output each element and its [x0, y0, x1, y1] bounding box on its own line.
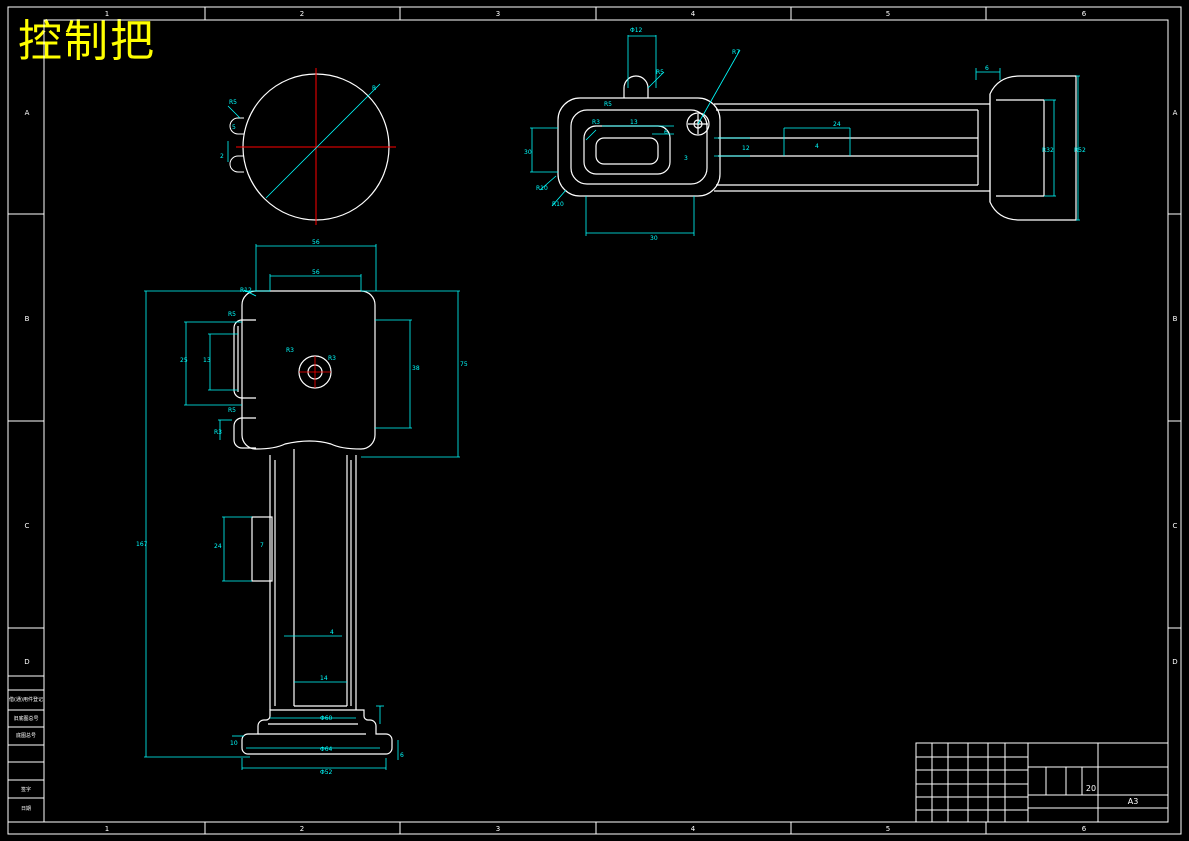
zone-labels: 1 2 3 4 5 6 1 2 3 4 5 6 A B C D A B C D: [24, 10, 1177, 833]
dim-r-circle: R: [372, 85, 376, 92]
zone-bottom-3: 3: [496, 825, 500, 833]
plan-dims: Φ12 R5 R7 R5 R3 13 6 3 12 30 R10 R10 30 …: [524, 27, 1086, 242]
plan-dim-lines: [530, 49, 1080, 236]
dim-r5-front-b: R5: [228, 407, 236, 414]
plan-view: [557, 35, 1077, 221]
title-block-scale: 20: [1086, 784, 1096, 793]
dim-2-circle: 2: [220, 153, 224, 160]
dim-r10-plan-b: R10: [552, 201, 564, 208]
zone-bottom-4: 4: [691, 825, 696, 833]
title-block: [915, 742, 1169, 823]
left-strip-labels: 借(通)用件登记 旧底图总号 底图总号 签字 日期: [9, 696, 43, 812]
zone-top-1: 1: [105, 10, 109, 18]
dim-r52-plan: R52: [1074, 147, 1086, 154]
strip-label-4: 签字: [21, 786, 31, 793]
zone-bottom-6: 6: [1082, 825, 1087, 833]
dim-r5-knob: R5: [656, 69, 664, 76]
dim-13-plan: 13: [630, 119, 638, 126]
zone-top-3: 3: [496, 10, 500, 18]
dim-24-plan: 24: [833, 121, 841, 128]
dim-4-front: 4: [330, 629, 334, 636]
dim-10-front: 10: [230, 740, 238, 747]
front-view: [222, 290, 393, 755]
zone-right-A: A: [1173, 109, 1178, 117]
dim-6-plan-end: 6: [985, 65, 989, 72]
dim-12-plan: 12: [742, 145, 750, 152]
zone-right-D: D: [1172, 658, 1177, 666]
strip-label-3: 底图总号: [16, 732, 36, 739]
dim-30-plan-side: 30: [524, 149, 532, 156]
top-view-dims: R5 R 5 2: [220, 85, 376, 160]
dim-56-inner: 56: [312, 269, 320, 276]
dim-7-front: 7: [260, 542, 264, 549]
dim-phi52-front: Φ52: [320, 769, 333, 776]
zone-top-5: 5: [886, 10, 890, 18]
zone-top-2: 2: [300, 10, 304, 18]
front-dims: 56 56 R12 R5 25 13 R5 R3 R3 R3 38 75 167…: [136, 239, 468, 776]
dim-r10-plan-a: R10: [536, 185, 548, 192]
zone-right-C: C: [1173, 522, 1178, 530]
zone-bottom-5: 5: [886, 825, 890, 833]
dim-13-front: 13: [203, 357, 211, 364]
dim-r3-pin-a: R3: [286, 347, 294, 354]
dim-r12-front: R12: [240, 287, 252, 294]
strip-label-2: 旧底图总号: [13, 715, 38, 722]
dim-4-plan: 4: [815, 143, 819, 150]
dim-3-plan: 3: [684, 155, 688, 162]
left-strip: [7, 675, 45, 823]
dim-167-front: 167: [136, 541, 148, 548]
title-block-paper-size: A3: [1128, 797, 1139, 806]
dim-r3-plan: R3: [592, 119, 600, 126]
strip-label-5: 日期: [21, 806, 31, 812]
dim-38-front: 38: [412, 365, 420, 372]
dim-14-front: 14: [320, 675, 328, 682]
dim-r5-front-a: R5: [228, 311, 236, 318]
zone-top-4: 4: [691, 10, 696, 18]
zone-left-D: D: [24, 658, 29, 666]
dim-r7-pin: R7: [732, 49, 740, 56]
drawing-frame: [7, 6, 1182, 835]
dim-phi12-knob: Φ12: [630, 27, 643, 34]
zone-right-B: B: [1173, 315, 1178, 323]
zone-top-6: 6: [1082, 10, 1087, 18]
dim-6-front: 6: [400, 752, 404, 759]
drawing-title: 控制把: [18, 16, 156, 67]
dim-24-front: 24: [214, 543, 222, 550]
dim-r3-front: R3: [214, 429, 222, 436]
dim-6-plan: 6: [664, 129, 668, 136]
dim-r5-plan: R5: [604, 101, 612, 108]
dim-r5-circle: R5: [229, 99, 237, 106]
zone-left-B: B: [25, 315, 30, 323]
zone-left-A: A: [25, 109, 30, 117]
dim-5-circle: 5: [232, 124, 236, 131]
dim-75-front: 75: [460, 361, 468, 368]
front-dim-lines: [144, 244, 460, 770]
dim-phi64-front: Φ64: [320, 746, 333, 753]
dim-r32-plan: R32: [1042, 147, 1054, 154]
dim-25-front: 25: [180, 357, 188, 364]
top-view-circle: [227, 68, 396, 225]
zone-left-C: C: [25, 522, 30, 530]
dim-30-plan-bottom: 30: [650, 235, 658, 242]
zone-bottom-1: 1: [105, 825, 109, 833]
strip-label-1: 借(通)用件登记: [9, 696, 43, 703]
dim-r3-pin-b: R3: [328, 355, 336, 362]
zone-bottom-2: 2: [300, 825, 304, 833]
dim-56-overall: 56: [312, 239, 320, 246]
title-block-text: 20 A3: [1086, 784, 1138, 806]
dim-phi60-front: Φ60: [320, 715, 333, 722]
